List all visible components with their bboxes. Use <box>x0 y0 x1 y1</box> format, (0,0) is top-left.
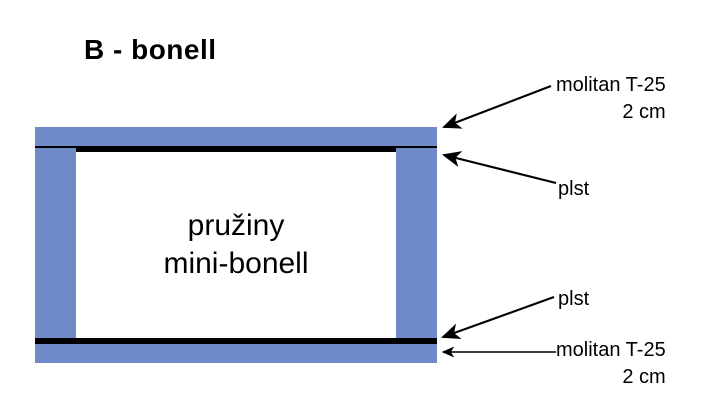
mattress-layer-stack: pružiny mini-bonell <box>35 127 437 363</box>
bottom-foam-layer <box>35 344 437 363</box>
right-side-foam-layer <box>396 148 437 340</box>
top-foam-layer <box>35 127 437 146</box>
callout-top-foam-name: molitan T-25 <box>556 74 666 96</box>
leader-top-felt <box>441 151 557 185</box>
callout-top-foam: molitan T-25 2 cm <box>556 72 666 126</box>
left-side-foam-layer <box>35 148 76 340</box>
callout-bottom-foam-thickness: 2 cm <box>622 366 666 388</box>
spring-core-area: pružiny mini-bonell <box>76 152 396 338</box>
callout-bottom-foam: molitan T-25 2 cm <box>556 337 666 391</box>
leader-bottom-felt <box>441 296 555 340</box>
diagram-title: B - bonell <box>84 34 217 65</box>
bottom-felt-layer <box>35 338 437 344</box>
callout-bottom-felt: plst <box>558 286 589 313</box>
leader-top-foam <box>442 85 552 129</box>
callout-top-felt-name: plst <box>558 178 590 200</box>
callout-top-felt: plst <box>558 176 589 203</box>
callout-top-foam-thickness: 2 cm <box>622 101 666 123</box>
callout-bottom-foam-name: molitan T-25 <box>556 339 666 361</box>
spring-core-label-line1: pružiny <box>187 208 285 242</box>
spring-core-label-line2: mini-bonell <box>163 247 309 280</box>
callout-bottom-felt-name: plst <box>558 288 590 310</box>
top-felt-layer <box>35 146 437 152</box>
